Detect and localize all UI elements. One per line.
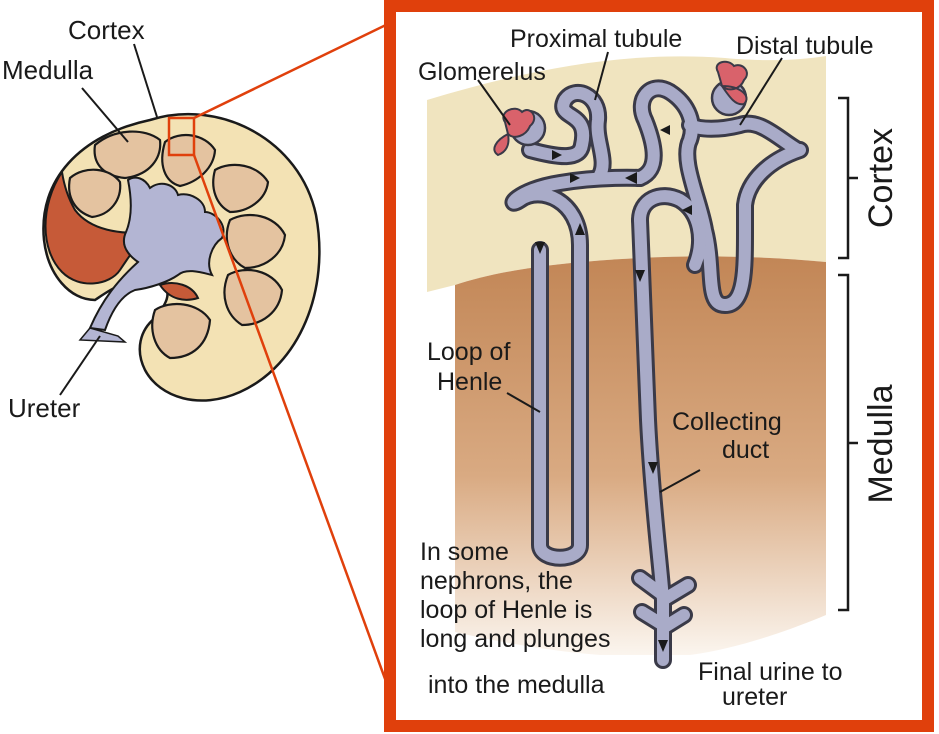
final-urine-label-line-1: Final urine to <box>698 658 843 686</box>
loop-of-henle-label-line-2: Henle <box>437 368 503 396</box>
ureter <box>78 327 128 343</box>
collecting-duct-label-line-2: duct <box>722 436 770 464</box>
nephron-inset <box>384 0 934 732</box>
kidney-medulla-label: Medulla <box>2 55 94 85</box>
flow-arrows <box>535 125 692 652</box>
inset-leaders <box>477 51 783 493</box>
ureter-label: Ureter <box>8 393 81 423</box>
renal-vessel-lower <box>158 282 200 301</box>
zoom-connectors <box>192 20 394 699</box>
glomeruli <box>493 60 748 157</box>
region-cortex-label: Cortex <box>862 127 900 229</box>
note-line-1: In some <box>420 538 509 566</box>
loop-of-henle-label-line-1: Loop of <box>427 338 511 366</box>
region-medulla-label: Medulla <box>862 384 900 504</box>
glomerulus-label: Glomerelus <box>418 58 546 86</box>
zoom-box <box>167 116 196 157</box>
final-urine-label-line-2: ureter <box>722 683 788 711</box>
renal-pelvis <box>88 176 225 332</box>
kidney-cortex-label: Cortex <box>68 15 145 45</box>
kidney-leaders <box>59 43 158 396</box>
note-line-4: long and plunges <box>420 625 611 653</box>
renal-pyramids <box>68 130 287 360</box>
note-line-3: loop of Henle is <box>420 596 593 624</box>
distal-tubule-label: Distal tubule <box>736 32 874 60</box>
proximal-tubule-label: Proximal tubule <box>510 25 683 53</box>
kidney-cross-section <box>42 112 321 402</box>
note-line-2: nephrons, the <box>420 567 573 595</box>
region-brackets <box>838 96 858 612</box>
note-line-5: into the medulla <box>428 671 605 699</box>
collecting-duct-label-line-1: Collecting <box>672 408 782 436</box>
